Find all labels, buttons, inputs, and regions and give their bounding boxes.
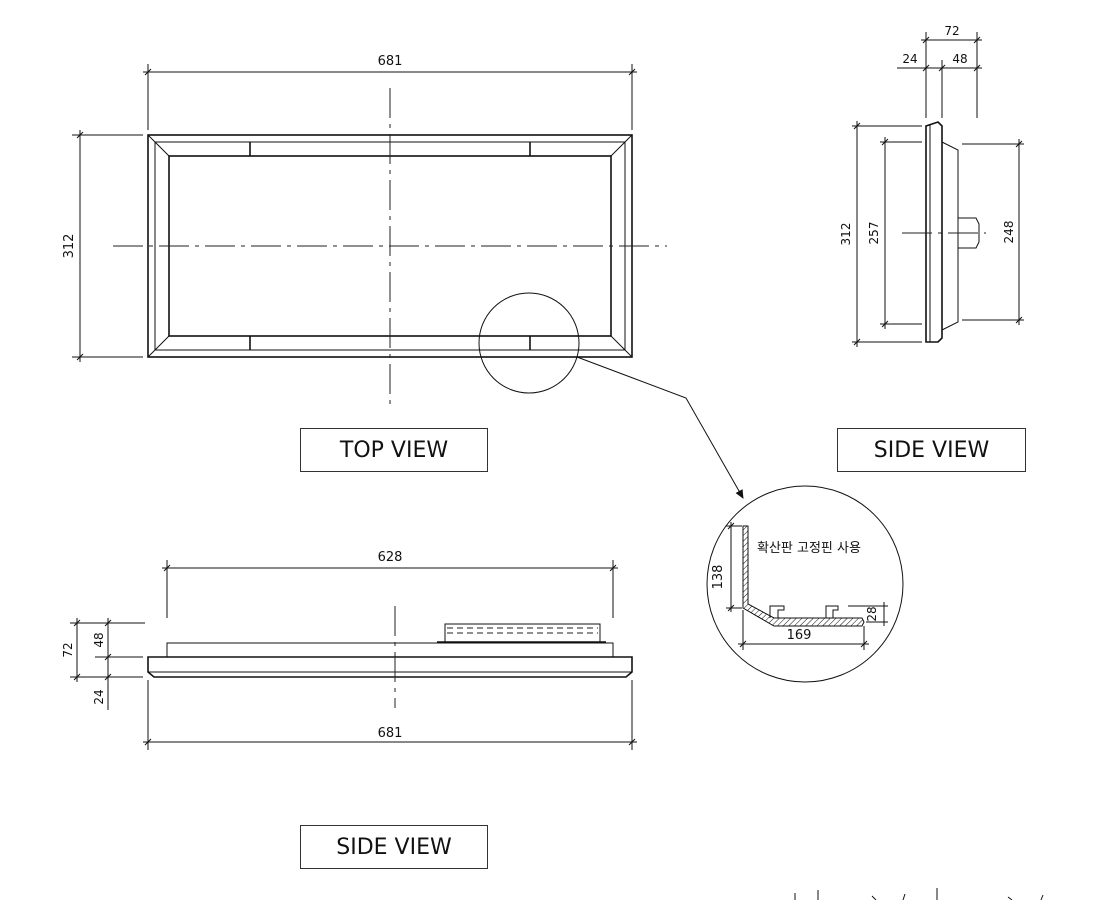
detail-view-circle	[706, 485, 904, 683]
detail-view: 확산판 고정핀 사용 138 169 28	[706, 485, 904, 683]
detail-height-dimension: 138	[711, 565, 726, 590]
side-right-flange-dimension: 24	[902, 52, 917, 66]
side-bottom-top-width-dimension: 628	[378, 550, 403, 565]
side-view-right: 72 24 48 312 257 248	[839, 24, 1024, 347]
side-view-bottom-label: SIDE VIEW	[300, 825, 488, 869]
top-view-height-dimension: 312	[62, 234, 77, 259]
side-view-bottom: 628 681 72 48 24	[61, 550, 637, 750]
side-right-inner-height-dimension: 257	[867, 222, 881, 245]
side-right-pin	[958, 217, 980, 249]
side-right-outer-height-dimension: 312	[839, 223, 853, 246]
side-bottom-body	[166, 642, 614, 658]
detail-callout-circle	[478, 292, 580, 394]
cropped-marks	[794, 888, 1044, 900]
detail-leader-line	[576, 356, 744, 499]
side-bottom-width-dimension: 681	[378, 726, 403, 741]
side-view-right-label: SIDE VIEW	[837, 428, 1026, 472]
side-bottom-total-dimension: 72	[61, 642, 75, 657]
top-view-width-dimension: 681	[378, 54, 403, 69]
side-bottom-flange-dimension: 24	[92, 689, 106, 704]
detail-step-dimension: 28	[865, 606, 879, 621]
side-right-body-dimension: 48	[952, 52, 967, 66]
side-right-body-height-dimension: 248	[1002, 221, 1016, 244]
side-bottom-raised-block	[444, 623, 601, 643]
side-bottom-body-dimension: 48	[92, 632, 106, 647]
side-bottom-flange	[147, 656, 633, 678]
side-right-flange	[925, 121, 943, 343]
side-right-body	[941, 141, 959, 331]
detail-note: 확산판 고정핀 사용	[757, 541, 861, 556]
detail-width-dimension: 169	[787, 628, 812, 643]
side-right-total-depth-dimension: 72	[944, 24, 959, 38]
top-view: 681 312	[62, 54, 744, 499]
detail-profile-section	[742, 525, 865, 627]
top-view-label: TOP VIEW	[300, 428, 488, 472]
